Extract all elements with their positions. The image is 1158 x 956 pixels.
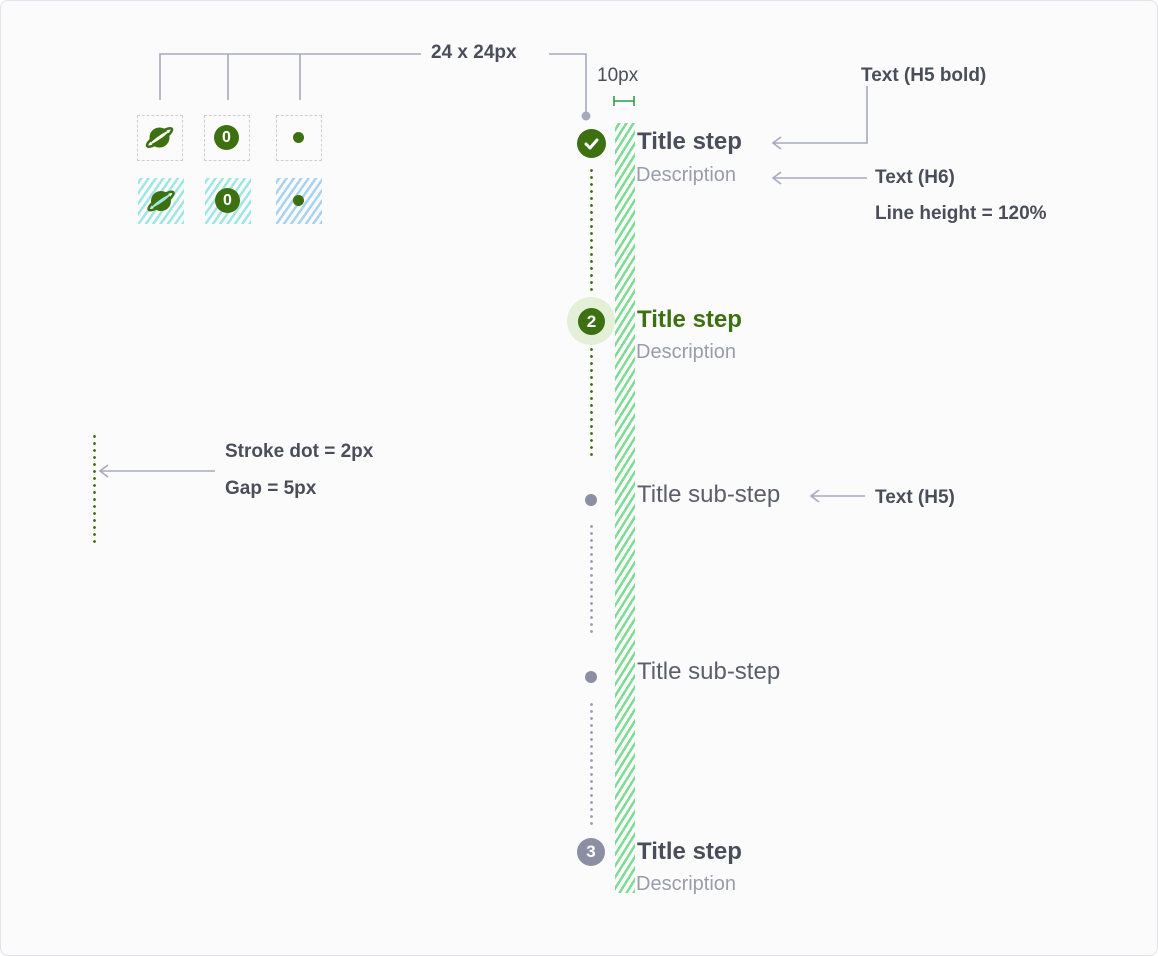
desc-text-annotation: Text (H6): [875, 167, 955, 188]
dot-icon: [293, 195, 304, 206]
gap-label: 10px: [597, 65, 639, 86]
arrow-title-head: [771, 136, 782, 150]
planet-icon: [145, 127, 174, 148]
substep-1-dot: [585, 494, 597, 506]
size-label: 24 x 24px: [431, 42, 517, 63]
step-1-title: Title step: [637, 128, 742, 155]
step-3-marker: 3: [577, 838, 605, 866]
step-1-description: Description: [636, 164, 737, 186]
title-text-annotation: Text (H5 bold): [861, 65, 987, 86]
substep-1-title: Title sub-step: [637, 481, 781, 508]
arrow-title-line: [773, 86, 868, 144]
bracket-end-dot: [581, 111, 591, 121]
number-icon: 0: [215, 188, 240, 213]
substep-text-annotation: Text (H5): [875, 487, 955, 508]
dotted-stroke-sample: [93, 433, 96, 545]
substep-2-title: Title sub-step: [637, 658, 781, 685]
gap-dot-annotation: Gap = 5px: [225, 478, 317, 499]
connector-substep-2: [590, 701, 593, 829]
substep-2-dot: [585, 671, 597, 683]
dot-icon-frame: [276, 115, 322, 161]
connector-substep-1: [590, 523, 593, 635]
step-1-marker: [577, 129, 606, 158]
connector-active: [590, 346, 593, 456]
arrow-desc-head: [771, 171, 782, 185]
dot-icon: [293, 132, 304, 143]
bracket-connector: [549, 53, 587, 114]
number-icon: 0: [214, 125, 239, 150]
arrow-substep-head: [809, 489, 820, 503]
line-height-annotation: Line height = 120%: [875, 203, 1047, 224]
gap-spacing-highlight: [615, 123, 635, 893]
planet-icon: [147, 190, 175, 212]
number-icon-padded-frame: 0: [205, 178, 251, 224]
number-icon-frame: 0: [204, 115, 250, 161]
step-3-title: Title step: [637, 838, 742, 865]
step-2-title: Title step: [637, 306, 742, 333]
step-3-description: Description: [636, 873, 737, 895]
planet-icon-padded-frame: [138, 178, 184, 224]
planet-icon-frame: [137, 115, 183, 161]
dot-icon-padded-frame: [276, 178, 322, 224]
step-2-marker: 2: [578, 308, 605, 335]
step-2-description: Description: [636, 341, 737, 363]
arrow-dot-head: [98, 464, 109, 478]
bracket-left: [159, 53, 421, 100]
connector-completed: [590, 167, 593, 291]
stroke-dot-annotation: Stroke dot = 2px: [225, 441, 374, 462]
gap-measure: [613, 96, 635, 106]
check-icon: [584, 138, 599, 150]
